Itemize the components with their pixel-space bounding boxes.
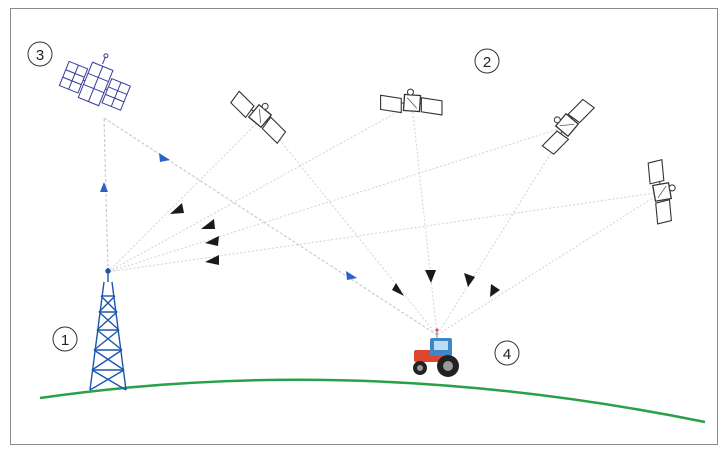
signal-line xyxy=(436,191,663,336)
ground-line xyxy=(39,378,706,424)
label-badge-tower: 1 xyxy=(52,326,78,352)
signal-arrow xyxy=(392,283,404,296)
downlink-arrow xyxy=(346,271,357,280)
signal-arrow xyxy=(205,255,219,265)
label-badge-geo-satellite: 3 xyxy=(27,41,53,67)
geo-satellite-label: 3 xyxy=(36,47,44,64)
tractor-icon xyxy=(413,328,459,377)
satellites-label: 2 xyxy=(483,54,491,71)
label-badge-vehicle: 4 xyxy=(494,340,520,366)
signal-line xyxy=(261,117,438,336)
signal-line xyxy=(107,191,663,273)
satellite-icon xyxy=(634,156,687,227)
signal-arrow xyxy=(205,236,219,246)
uplink-line xyxy=(103,117,109,273)
satellite-to-tower-signals xyxy=(107,103,663,273)
signal-arrow xyxy=(490,284,500,297)
signal-arrow xyxy=(170,203,184,214)
downlink-arrow xyxy=(159,153,170,162)
satellite-icon xyxy=(223,87,294,145)
tower-signal-arrows xyxy=(170,203,219,265)
satellite-icon xyxy=(377,84,445,124)
vehicle-label: 4 xyxy=(503,346,511,363)
signal-line xyxy=(411,103,438,336)
signal-line xyxy=(107,125,569,273)
correction-arrows xyxy=(100,153,357,280)
uplink-arrow xyxy=(100,182,108,192)
signal-line xyxy=(107,117,263,273)
signal-arrow xyxy=(425,270,436,283)
signal-line xyxy=(107,103,413,273)
tower-label: 1 xyxy=(61,332,69,349)
satellite-to-vehicle-signals xyxy=(261,103,663,336)
radio-tower-icon xyxy=(89,268,127,391)
satellite-icon xyxy=(538,91,596,162)
signal-line xyxy=(436,125,569,336)
vehicle-signal-arrows xyxy=(392,270,500,297)
signal-arrow xyxy=(201,219,215,229)
label-badge-satellites: 2 xyxy=(474,48,500,74)
diagram-frame xyxy=(10,8,718,445)
geostationary-satellite-icon xyxy=(58,53,131,111)
signal-arrow xyxy=(464,273,475,287)
